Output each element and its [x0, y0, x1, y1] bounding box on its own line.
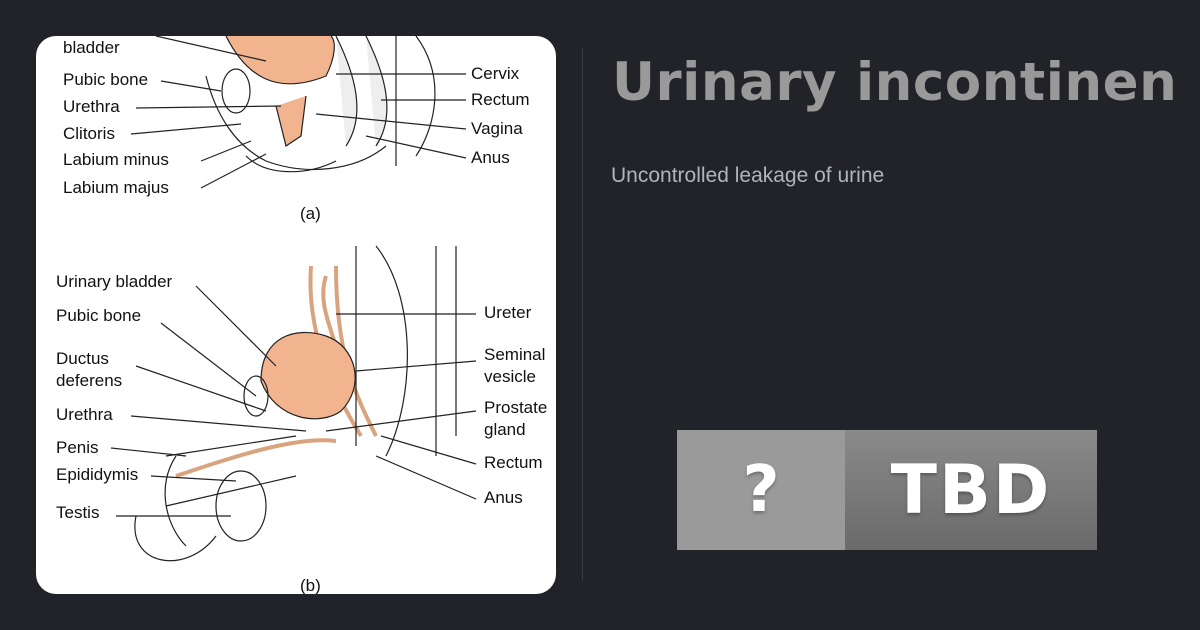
label-seminal: Seminal: [484, 345, 546, 364]
label-penis: Penis: [56, 438, 99, 457]
label-urinary-bladder: Urinary bladder: [56, 272, 173, 291]
caption-a: (a): [300, 204, 321, 223]
label-pubic-bone-m: Pubic bone: [56, 306, 142, 325]
label-gland: gland: [484, 420, 526, 439]
anatomy-illustration: [110, 36, 477, 562]
label-labium-minus: Labium minus: [63, 150, 169, 169]
page-title: Urinary incontinen: [612, 52, 1178, 113]
label-labium-majus: Labium majus: [63, 178, 169, 197]
label-urethra-m: Urethra: [56, 405, 113, 424]
label-ureter: Ureter: [484, 303, 532, 322]
label-deferens: deferens: [56, 371, 123, 390]
badge-label: TBD: [845, 430, 1097, 550]
label-prostate: Prostate: [484, 398, 548, 417]
label-ductus: Ductus: [56, 349, 109, 368]
label-anus-f: Anus: [471, 148, 510, 167]
status-badge: ? TBD: [677, 430, 1097, 550]
question-icon: ?: [677, 430, 845, 550]
label-vagina: Vagina: [471, 119, 523, 138]
label-rectum-f: Rectum: [471, 90, 530, 109]
subtitle: Uncontrolled leakage of urine: [611, 164, 885, 187]
caption-b: (b): [300, 576, 321, 594]
label-pubic-bone: Pubic bone: [63, 70, 149, 89]
label-bladder: bladder: [63, 38, 120, 57]
label-clitoris: Clitoris: [63, 124, 115, 143]
label-epididymis: Epididymis: [56, 465, 139, 484]
label-cervix: Cervix: [471, 64, 520, 83]
label-anus-m: Anus: [484, 488, 523, 507]
label-urethra: Urethra: [63, 97, 120, 116]
label-vesicle: vesicle: [484, 367, 536, 386]
divider: [582, 48, 583, 580]
label-testis: Testis: [56, 503, 100, 522]
label-rectum-m: Rectum: [484, 453, 543, 472]
anatomy-diagram-image: bladder Pubic bone Urethra Clitoris Labi…: [36, 36, 556, 594]
